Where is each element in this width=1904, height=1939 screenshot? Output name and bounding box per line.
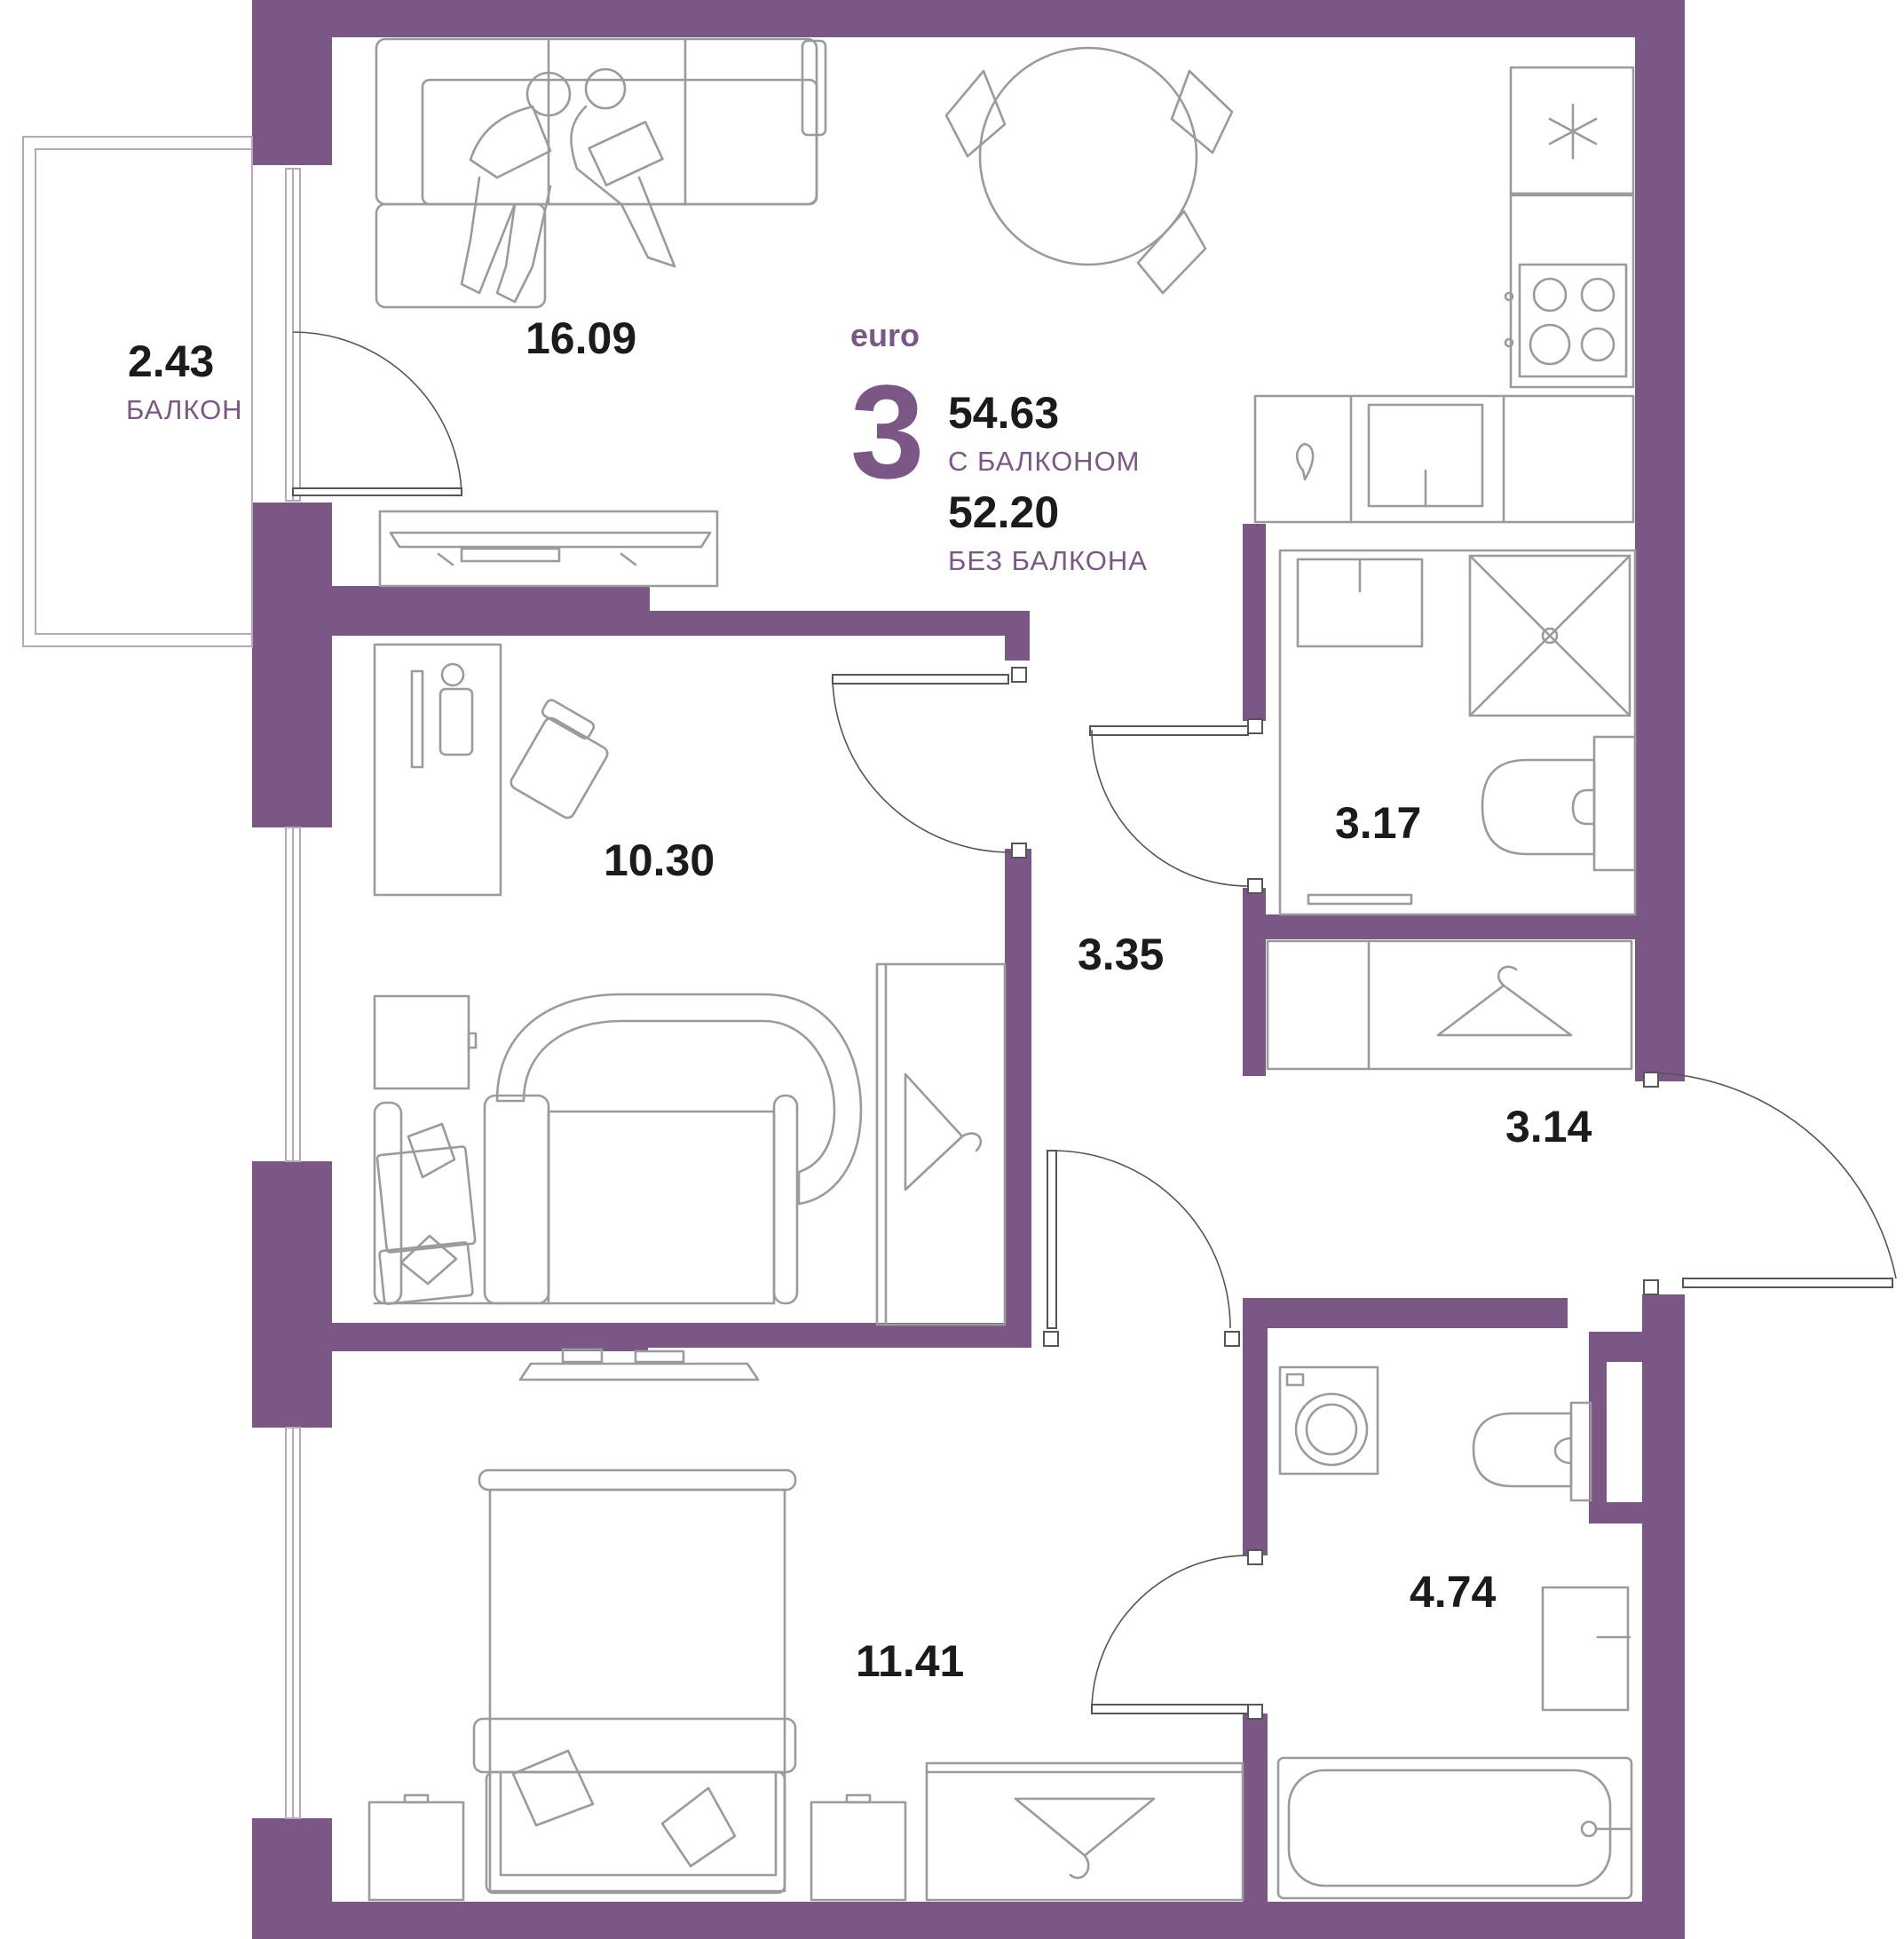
bedroom-1-area: 10.30: [604, 835, 715, 885]
toilet-icon: [1472, 1401, 1592, 1502]
wardrobe-icon: [875, 962, 1007, 1326]
plan-type-label: euro: [850, 317, 920, 353]
wardrobe-icon: [1266, 939, 1633, 1071]
armchair-icon: [373, 993, 863, 1305]
stove-icon: [1504, 194, 1635, 389]
bedroom-2-area: 11.41: [856, 1636, 964, 1686]
desk-icon: [373, 643, 502, 897]
hallway-area: 3.35: [1078, 930, 1164, 979]
walls: [252, 0, 1685, 1939]
windows: [285, 168, 301, 1819]
people-icon: [460, 67, 676, 304]
sink-icon: [1253, 394, 1635, 524]
balcony-area: 2.43: [128, 336, 214, 386]
without-balcony-label: БЕЗ БАЛКОНА: [948, 545, 1148, 576]
tv-icon: [518, 1348, 760, 1381]
with-balcony-label: С БАЛКОНОМ: [948, 446, 1141, 477]
balcony: [22, 136, 253, 647]
dining-table-icon: [944, 46, 1234, 295]
bathroom-area: 4.74: [1410, 1567, 1497, 1617]
shower-room-area: 3.17: [1335, 798, 1421, 848]
sink-icon: [1541, 1586, 1631, 1712]
nightstand-icon: [373, 994, 478, 1090]
rooms-count: 3: [850, 357, 924, 506]
washing-machine-icon: [1278, 1365, 1379, 1476]
chair-icon: [510, 699, 609, 819]
total-without-balcony: 52.20: [948, 487, 1059, 537]
bathtub-icon: [1276, 1756, 1633, 1900]
bed-icon: [472, 1468, 797, 1895]
toilet-icon: [1481, 735, 1637, 872]
tv-icon: [378, 510, 719, 588]
doors: [292, 331, 1897, 1720]
living-kitchen-area: 16.09: [525, 313, 636, 363]
entrance-area: 3.14: [1505, 1102, 1592, 1152]
shower-icon: [1278, 549, 1637, 916]
wardrobe-icon: [925, 1761, 1244, 1902]
nightstand-icon: [367, 1793, 907, 1902]
fridge-icon: [1509, 66, 1635, 195]
balcony-label: БАЛКОН: [126, 394, 243, 425]
total-with-balcony: 54.63: [948, 388, 1059, 438]
